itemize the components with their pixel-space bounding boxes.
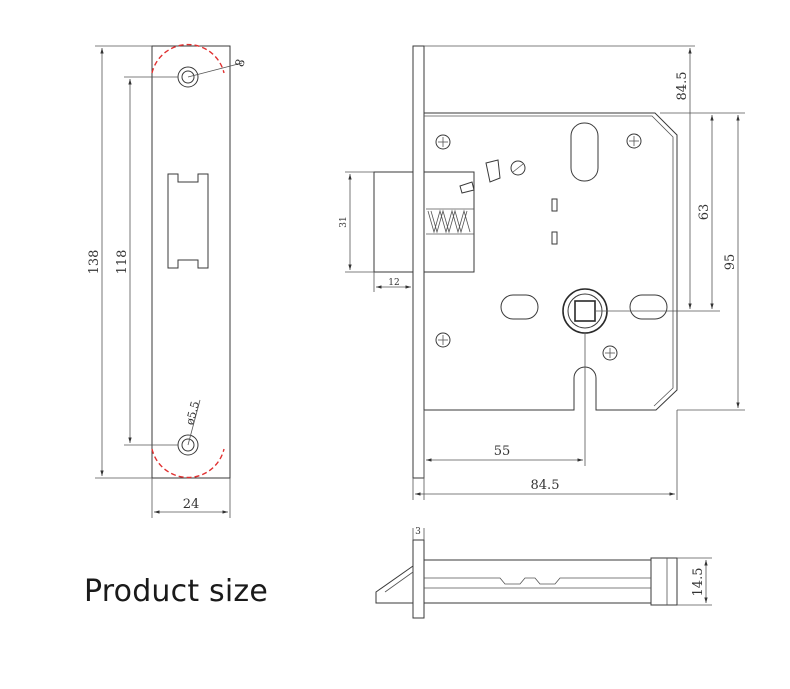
screw-top-left	[435, 134, 451, 150]
bottom-plate-round-end	[151, 448, 225, 479]
body-height-label: 95	[723, 254, 738, 271]
body-width-label: 84.5	[531, 478, 560, 493]
lock-body-view: 84.5 63 95 31 12 55 84.5	[339, 45, 745, 500]
screw-top-right	[626, 133, 642, 149]
bottom-hole-label: ø5.5	[183, 400, 202, 427]
plate-width-label: 24	[183, 497, 200, 512]
latch-projection-label: 12	[388, 278, 399, 288]
top-plate-round-end	[151, 43, 225, 74]
hole-spacing-label: 118	[115, 250, 130, 275]
plate-thickness-label: 3	[415, 527, 421, 537]
mid-height-label: 63	[697, 204, 712, 221]
backset-label: 55	[494, 444, 511, 459]
bolt-height-label: 14.5	[691, 568, 706, 597]
top-hole-label: 8	[232, 57, 248, 68]
screw-bottom-right	[602, 345, 618, 361]
caption-product-size: Product size	[84, 574, 269, 609]
plate-length-label: 138	[87, 250, 102, 275]
latch-height-label: 31	[339, 216, 349, 227]
bolt-top-view: 3 14.5	[375, 527, 712, 619]
screw-bottom-left	[435, 332, 451, 348]
top-offset-label: 84.5	[675, 72, 690, 101]
front-plate-view: 138 118 24 8 ø5.5	[87, 43, 248, 518]
